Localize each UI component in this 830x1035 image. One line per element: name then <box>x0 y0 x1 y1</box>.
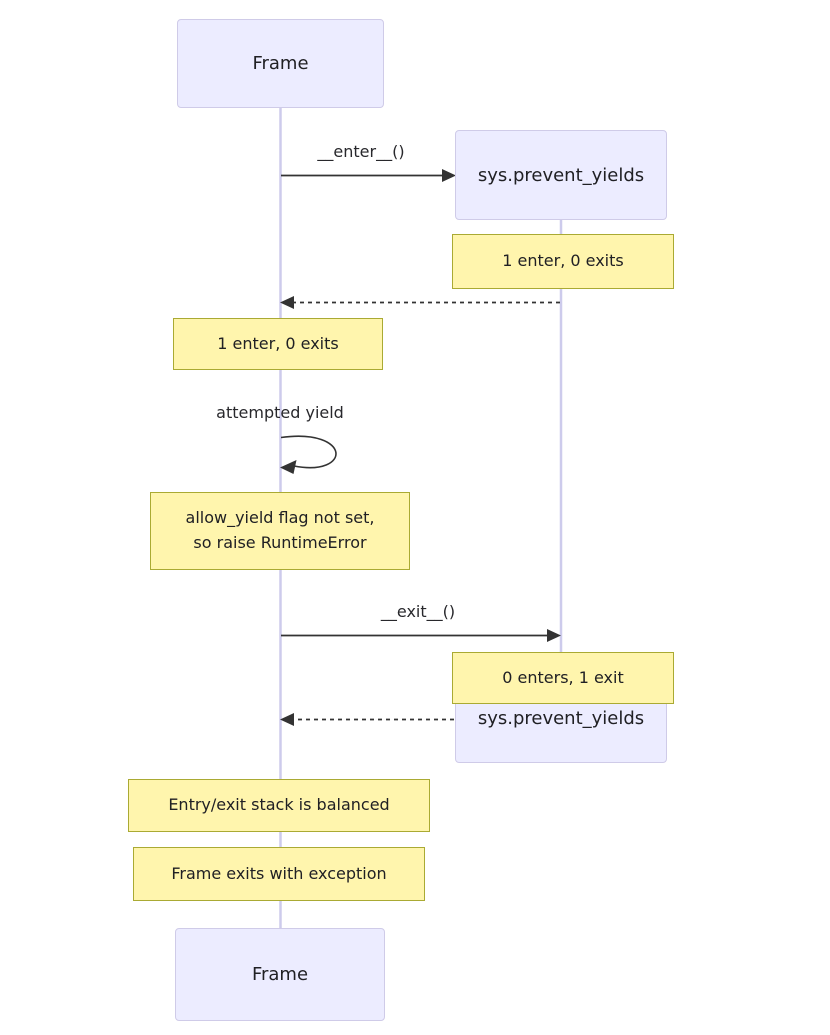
note-0-enters-1-exit: 0 enters, 1 exit <box>452 652 674 704</box>
return-arrowhead-1-icon <box>280 296 294 309</box>
enter-arrowhead-icon <box>442 169 456 182</box>
participant-box-frame-bottom: Frame <box>175 928 385 1021</box>
return-arrowhead-2-icon <box>280 713 294 726</box>
note-text: 0 enters, 1 exit <box>502 667 624 687</box>
participant-label: sys.prevent_yields <box>477 164 645 186</box>
participant-box-sys-top: sys.prevent_yields <box>455 130 667 220</box>
self-loop-arrowhead-icon <box>280 460 297 474</box>
note-text: allow_yield flag not set, <box>185 508 375 528</box>
note-text: Entry/exit stack is balanced <box>168 795 390 815</box>
note-1-enter-0-exits-over-frame: 1 enter, 0 exits <box>173 318 383 370</box>
message-label-enter: __enter__() <box>317 142 405 161</box>
participant-box-frame-top: Frame <box>177 19 384 108</box>
note-1-enter-0-exits-right: 1 enter, 0 exits <box>452 234 674 289</box>
note-entry-exit-stack-balanced: Entry/exit stack is balanced <box>128 779 430 832</box>
participant-label: Frame <box>251 964 309 985</box>
participant-label: Frame <box>252 53 309 74</box>
note-text: so raise RuntimeError <box>193 533 367 552</box>
note-frame-exits-with-exception: Frame exits with exception <box>133 847 425 901</box>
exit-arrowhead-icon <box>547 629 561 642</box>
participant-label: sys.prevent_yields <box>477 707 645 729</box>
note-text: 1 enter, 0 exits <box>217 333 339 353</box>
self-loop-arrow <box>280 435 337 469</box>
note-text: 1 enter, 0 exits <box>502 251 624 271</box>
note-text: Frame exits with exception <box>171 863 387 883</box>
message-label-attempted-yield: attempted yield <box>216 403 344 422</box>
note-allow-yield-runtime-error: allow_yield flag not set, so raise Runti… <box>150 492 410 570</box>
message-label-exit: __exit__() <box>380 602 456 621</box>
